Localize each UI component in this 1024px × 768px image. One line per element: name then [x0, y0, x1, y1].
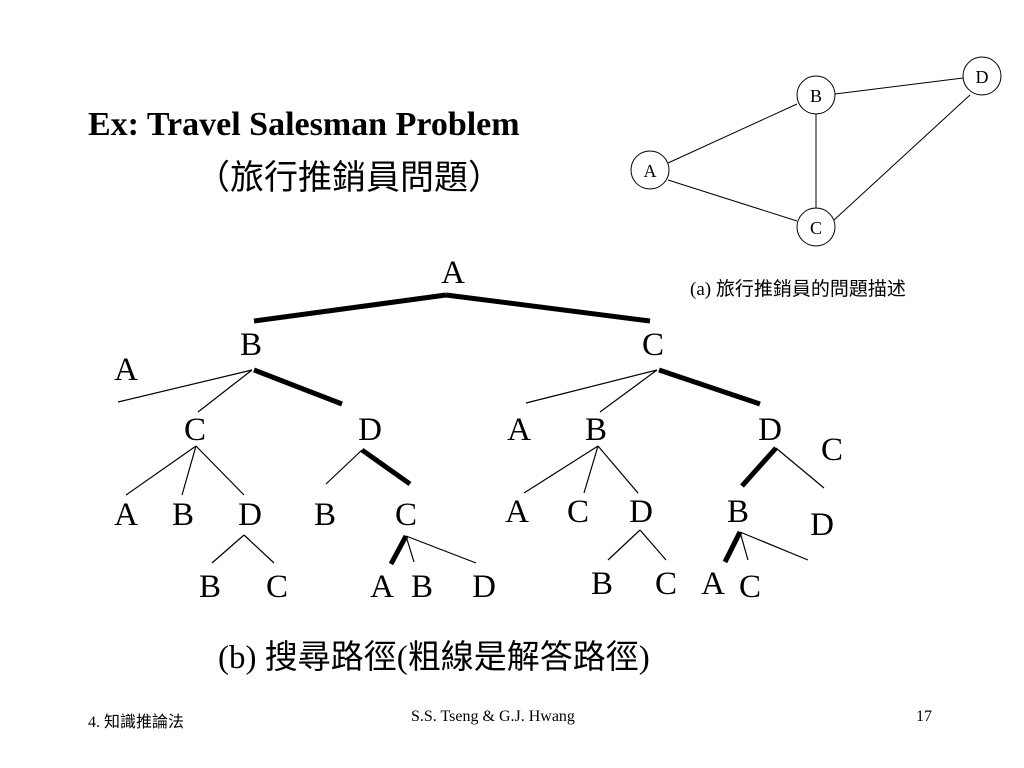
solution-edge	[253, 292, 447, 324]
tree-caption: (b) 搜尋路徑(粗線是解答路徑)	[218, 640, 650, 676]
graph-edge-a-b	[667, 103, 798, 164]
tree-edges-solution	[253, 292, 778, 566]
tree-edge	[739, 531, 809, 561]
graph-node-d-label: D	[976, 67, 989, 87]
tree-level3-label: C	[395, 497, 417, 533]
tree-level3-label: D	[238, 497, 262, 533]
tree-level4-label: C	[655, 566, 677, 602]
tree-edge	[211, 534, 245, 564]
tree-side-label: C	[821, 432, 843, 468]
tree-edges-thin	[117, 369, 825, 564]
tree-level3-label: D	[629, 494, 653, 530]
slide-subtitle: （旅行推銷員問題）	[196, 158, 502, 198]
slide-title: Ex: Travel Salesman Problem	[88, 106, 520, 143]
graph-edge-c-d	[833, 94, 971, 221]
tree-edge	[405, 535, 477, 564]
tree-edge	[405, 535, 415, 563]
tree-edge	[243, 534, 275, 564]
tree-level2-label: C	[184, 412, 206, 448]
tree-side-label: A	[507, 412, 531, 448]
tree-level2-label: D	[358, 412, 382, 448]
solution-edge	[360, 447, 412, 487]
tree-level2-label: B	[585, 412, 607, 448]
graph-node-c-label: C	[810, 218, 822, 238]
tree-level4-label: D	[472, 569, 496, 605]
tree-edge	[775, 447, 825, 489]
tree-edge	[197, 369, 253, 413]
tree-edge	[523, 445, 599, 494]
tree-level3-label: B	[314, 497, 336, 533]
graph-edge-b-d	[834, 77, 964, 95]
tree-level3-label: B	[727, 494, 749, 530]
solution-edge	[388, 534, 409, 566]
tree-level4-label: C	[739, 569, 761, 605]
tree-level4-label: B	[199, 569, 221, 605]
tree-level1-label: B	[240, 327, 262, 363]
solution-edge	[253, 367, 343, 407]
solution-edge	[722, 530, 743, 564]
tree-level4-label: A	[370, 569, 394, 605]
graph-caption: (a) 旅行推銷員的問題描述	[690, 279, 906, 300]
tree-edge	[639, 529, 667, 561]
footer-chapter: 4. 知識推論法	[88, 714, 185, 731]
tree-edge	[607, 529, 641, 561]
tree-level4-label: C	[266, 569, 288, 605]
graph-node-a-label: A	[644, 161, 657, 181]
tree-edge	[597, 445, 639, 494]
tree-level3-label: C	[567, 494, 589, 530]
tree-level4-label: B	[591, 566, 613, 602]
graph-node-a	[630, 150, 670, 190]
graph-node-c	[796, 207, 836, 247]
tree-edge	[739, 531, 749, 561]
tree-edge	[583, 445, 599, 494]
footer-authors: S.S. Tseng & G.J. Hwang	[411, 708, 575, 725]
graph-node-b	[796, 75, 836, 115]
graph-node-d	[962, 56, 1002, 96]
graph-node-b-label: B	[810, 86, 822, 106]
tree-side-label: A	[114, 352, 138, 388]
tree-root-label: A	[441, 255, 465, 291]
footer-page-number: 17	[916, 708, 932, 725]
tree-level3-label: B	[172, 497, 194, 533]
tree-edge	[125, 445, 197, 496]
tree-edge	[599, 369, 658, 413]
tree-edge	[181, 445, 197, 496]
graph-edge-a-c	[667, 179, 798, 222]
tree-level1-label: C	[642, 327, 664, 363]
tree-level4-label: A	[701, 566, 725, 602]
problem-graph	[667, 77, 971, 222]
solution-edge	[445, 292, 651, 324]
tree-level3-label: A	[505, 494, 529, 530]
tree-edge	[195, 445, 245, 496]
tree-edge	[525, 369, 658, 404]
tree-level4-label: B	[411, 569, 433, 605]
tree-edge	[117, 369, 253, 403]
solution-edge	[658, 367, 761, 407]
tree-edge	[325, 449, 363, 485]
solution-edge	[740, 446, 778, 488]
graph-nodes	[630, 56, 1002, 247]
tree-level2-label: D	[758, 412, 782, 448]
tree-side-label: D	[810, 507, 834, 543]
tree-level3-label: A	[114, 497, 138, 533]
